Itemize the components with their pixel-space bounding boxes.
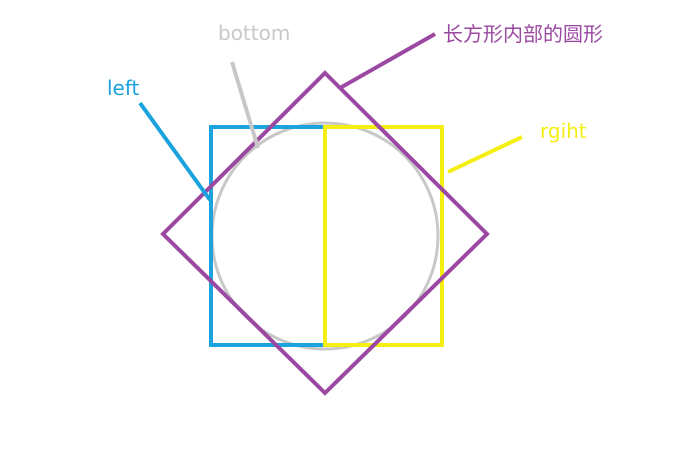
label-bottom: bottom [218,21,290,45]
label-inner-circle: 长方形内部的圆形 [443,22,603,46]
left-leader-line [138,101,212,202]
left-rect [209,125,327,347]
right-rect [323,125,444,347]
inner-circle-leader-line [339,32,436,90]
bottom-leader-line [230,61,260,149]
right-leader-line [447,135,523,174]
label-left: left [107,76,140,100]
rotated-square [160,70,490,396]
label-right: rgiht [540,119,587,143]
